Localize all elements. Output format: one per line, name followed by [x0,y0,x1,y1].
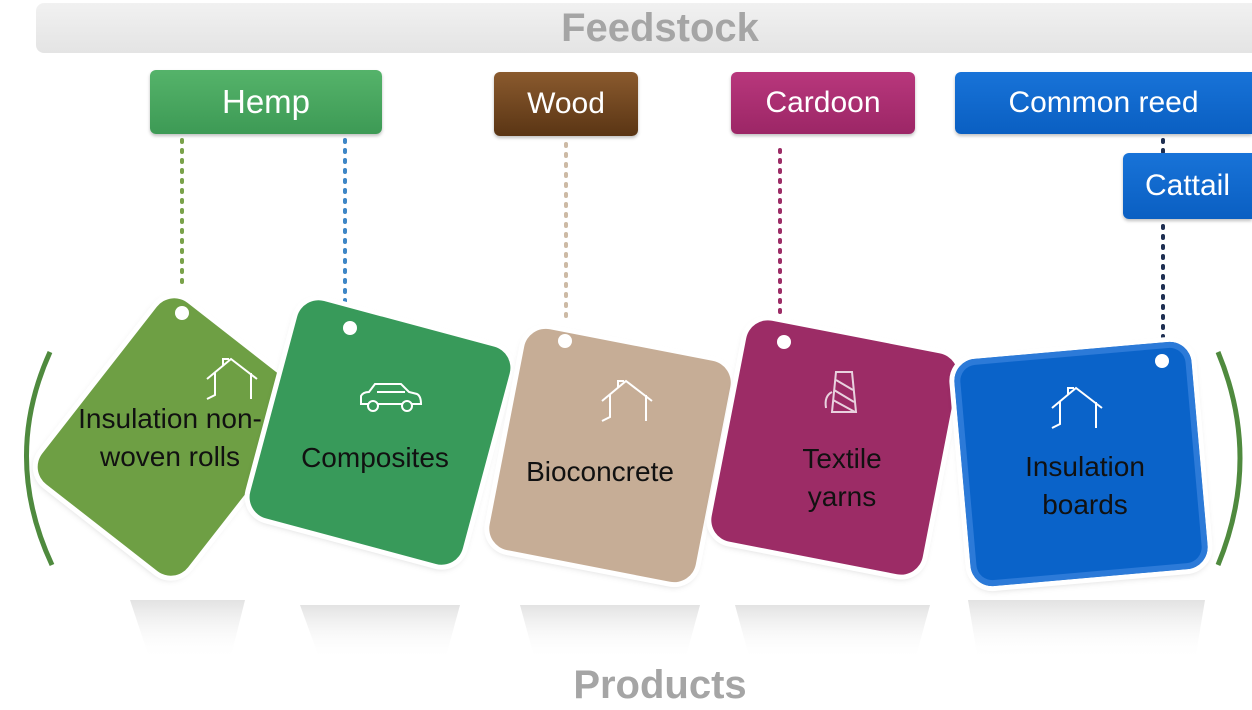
feedstock-label: Wood [527,87,605,120]
product-label-bioconcrete: Bioconcrete [505,453,695,491]
feedstock-tag-wood: Wood [494,72,638,136]
product-label-line: Bioconcrete [526,456,674,487]
feedstock-title: Feedstock [561,6,759,50]
card-hole [558,334,572,348]
card-hole [1155,354,1169,368]
feedstock-banner [36,3,1252,53]
feedstock-tag-hemp: Hemp [150,70,382,134]
product-label-insulation-rolls: Insulation non- woven rolls [60,400,280,476]
right-bracket [1215,351,1243,566]
house-icon [1051,386,1103,429]
reflection-2 [300,605,460,660]
product-label-insulation-boards: Insulation boards [985,448,1185,524]
house-icon [601,379,653,422]
feedstock-label: Hemp [221,83,311,120]
feedstock-tag-common-reed: Common reed [955,72,1252,134]
feedstock-tag-cattail: Cattail [1123,153,1252,219]
reflection-5 [968,600,1205,660]
feedstock-tag-cardoon: Cardoon [731,72,915,134]
house-icon [206,357,258,400]
feedstock-label: Common reed [1008,86,1199,119]
product-label-line: Textile [802,443,882,474]
reflection-3 [520,605,700,660]
product-label-composites: Composites [280,439,470,477]
product-label-line: boards [1042,489,1128,520]
product-label-line: yarns [807,481,877,512]
left-bracket [24,350,55,567]
feedstock-label: Cardoon [765,86,881,119]
product-label-textile-yarns: Textile yarns [752,440,932,516]
car-icon [360,383,423,412]
reflection-4 [735,605,930,660]
product-label-line: Insulation non- [78,403,262,434]
product-label-line: Insulation [1025,451,1145,482]
yarn-spool-icon [824,371,858,413]
product-label-line: woven rolls [99,441,241,472]
card-hole [343,321,357,335]
reflection-1 [130,600,245,660]
products-title: Products [573,663,747,707]
product-label-line: Composites [301,442,449,473]
feedstock-label: Cattail [1144,169,1231,202]
card-hole [777,335,791,349]
card-hole [175,306,189,320]
